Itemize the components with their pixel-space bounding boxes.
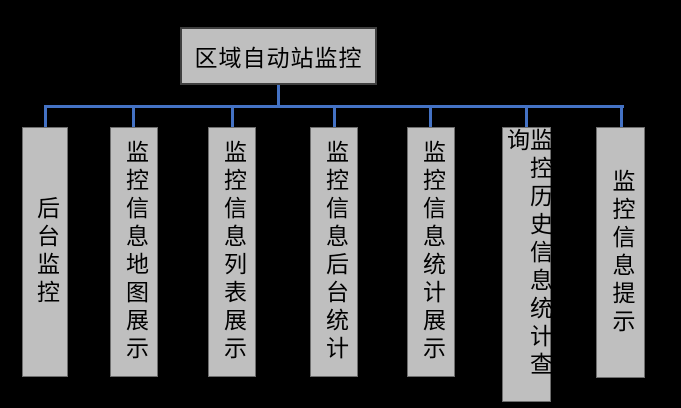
connector-stub-1 [44,106,47,127]
leaf-node-label: 监控信息列表展示 [219,140,246,364]
leaf-node-label: 后台监控 [32,196,59,308]
connector-stub-5 [429,106,432,127]
leaf-node-label: 监控信息地图展示 [121,140,148,364]
connector-stub-3 [231,106,234,127]
leaf-node-label: 监控历史信息统计查询 [502,128,552,380]
root-node-label: 区域自动站监控 [194,46,363,72]
leaf-node-statistics-display: 监控信息统计展示 [407,127,455,377]
root-node: 区域自动站监控 [180,27,377,85]
leaf-node-label: 监控信息后台统计 [321,140,348,364]
leaf-node-list-display: 监控信息列表展示 [208,127,256,377]
leaf-node-history-statistics-query: 监控历史信息统计查询 [502,127,552,402]
leaf-node-map-display: 监控信息地图展示 [110,127,158,377]
leaf-node-backend-statistics: 监控信息后台统计 [310,127,358,377]
connector-stub-4 [333,106,336,127]
leaf-node-label: 监控信息提示 [608,168,634,337]
connector-root-stub [277,85,280,107]
connector-stub-2 [132,106,135,127]
leaf-node-label: 监控信息统计展示 [418,140,445,364]
leaf-node-backend-monitoring: 后台监控 [22,127,68,377]
connector-stub-6 [525,106,528,127]
leaf-node-info-prompt: 监控信息提示 [596,127,645,378]
connector-stub-7 [620,106,623,127]
